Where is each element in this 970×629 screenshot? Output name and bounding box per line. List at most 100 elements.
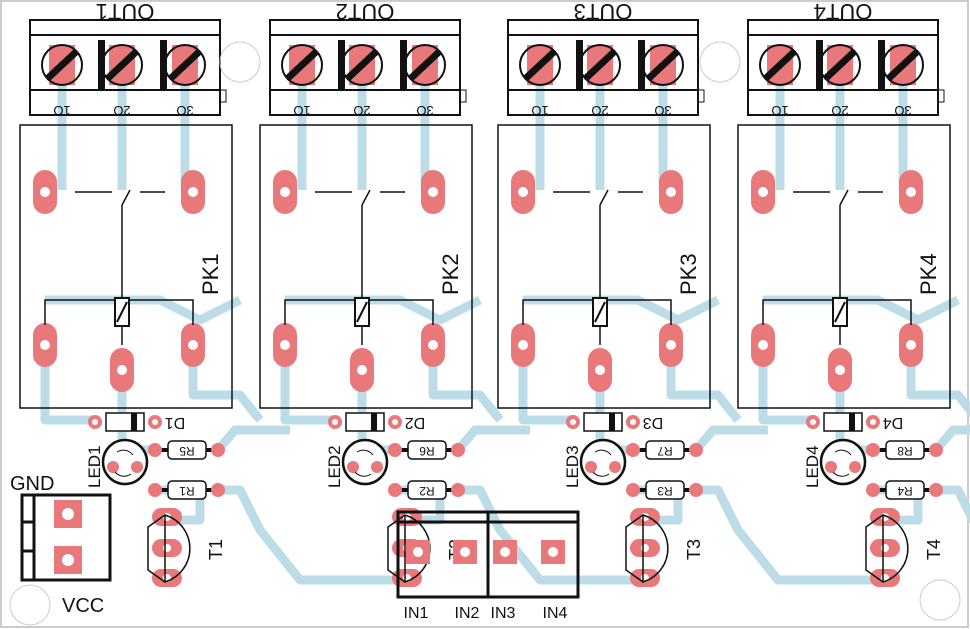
trace xyxy=(218,485,395,585)
transistor: T4 xyxy=(865,508,944,587)
led: LED1 xyxy=(85,438,149,488)
pin-label: 1O xyxy=(531,103,548,118)
resistor: R4 xyxy=(866,480,943,500)
trace xyxy=(692,425,768,453)
pin-label: 2O xyxy=(591,103,608,118)
trace xyxy=(458,485,635,585)
terminal-block: OUT2 1O 2O 3O xyxy=(269,0,467,118)
pin-label: 3O xyxy=(176,103,193,118)
pin-label: 1O xyxy=(53,103,70,118)
led: LED3 xyxy=(563,438,627,488)
pin-label: 3O xyxy=(894,103,911,118)
trace xyxy=(40,345,95,425)
resistor: R6 xyxy=(388,440,465,460)
diode: D1 xyxy=(88,412,186,432)
mounting-hole xyxy=(219,41,261,83)
diode: D2 xyxy=(328,412,426,432)
led-icon xyxy=(101,438,149,486)
diode: D4 xyxy=(806,412,903,432)
terminal-block: OUT4 1O 2O 3O xyxy=(747,0,945,118)
terminal-label: OUT1 xyxy=(96,0,155,24)
diode: D3 xyxy=(566,412,663,432)
trace xyxy=(932,425,970,453)
resistor-label: R1 xyxy=(179,484,195,498)
pin-label: 1O xyxy=(293,103,310,118)
led-label: LED1 xyxy=(85,445,104,488)
resistor: R5 xyxy=(148,440,225,460)
pin-label: 2O xyxy=(353,103,370,118)
trace xyxy=(518,345,573,425)
relay-label: PK4 xyxy=(916,253,941,295)
terminal-label: OUT2 xyxy=(336,0,395,24)
trace xyxy=(666,345,742,423)
vcc-label: VCC xyxy=(62,595,104,617)
led-icon xyxy=(579,438,627,486)
diode-label: D1 xyxy=(165,414,186,431)
resistor: R3 xyxy=(626,480,703,500)
resistor: R8 xyxy=(866,440,943,460)
relay: PK1 xyxy=(19,124,233,409)
mounting-hole xyxy=(9,584,51,626)
screw-icon xyxy=(41,44,83,86)
input-label-1: IN1 xyxy=(404,605,429,622)
resistor-label: R8 xyxy=(897,444,913,458)
screw-icon xyxy=(759,44,801,86)
trace xyxy=(906,345,970,418)
relay: PK2 xyxy=(259,124,473,409)
resistor: R2 xyxy=(388,480,465,500)
resistor-label: R5 xyxy=(179,444,195,458)
terminal-label: OUT4 xyxy=(814,0,873,24)
led: LED2 xyxy=(325,438,389,488)
relay: PK3 xyxy=(497,124,711,409)
transistor-label: T1 xyxy=(206,539,226,560)
transistor: T1 xyxy=(147,508,226,587)
relay-label: PK3 xyxy=(676,253,701,295)
trace xyxy=(188,345,264,423)
mounting-hole xyxy=(919,579,961,621)
led-label: LED2 xyxy=(325,445,344,488)
pin-label: 2O xyxy=(831,103,848,118)
resistor-label: R3 xyxy=(657,484,673,498)
resistor-label: R6 xyxy=(419,444,435,458)
trace xyxy=(758,345,813,425)
trace xyxy=(454,425,530,453)
diode-label: D2 xyxy=(405,414,426,431)
transistor-label: T3 xyxy=(684,539,704,560)
input-label-3: IN3 xyxy=(491,605,516,622)
mounting-hole xyxy=(699,41,741,83)
trace xyxy=(280,345,335,425)
transistor: T3 xyxy=(625,508,704,587)
resistor-label: R2 xyxy=(419,484,435,498)
relay: PK4 xyxy=(737,124,951,409)
trace xyxy=(936,485,970,525)
screw-icon xyxy=(281,44,323,86)
screw-icon xyxy=(519,44,561,86)
led-label: LED3 xyxy=(563,445,582,488)
power-connector: GND VCC xyxy=(10,473,112,617)
pin-label: 1O xyxy=(771,103,788,118)
resistor-label: R7 xyxy=(657,444,673,458)
led-label: LED4 xyxy=(803,445,822,488)
transistor-label: T4 xyxy=(924,539,944,560)
led: LED4 xyxy=(803,438,867,488)
resistor: R1 xyxy=(148,480,225,500)
gnd-label: GND xyxy=(10,473,54,495)
input-label-2: IN2 xyxy=(455,605,480,622)
relay-label: PK1 xyxy=(198,253,223,295)
resistor-label: R4 xyxy=(897,484,913,498)
led-icon xyxy=(819,438,867,486)
pin-label: 3O xyxy=(416,103,433,118)
pin-label: 3O xyxy=(654,103,671,118)
led-icon xyxy=(341,438,389,486)
relay-label: PK2 xyxy=(438,253,463,295)
trace xyxy=(428,345,504,423)
